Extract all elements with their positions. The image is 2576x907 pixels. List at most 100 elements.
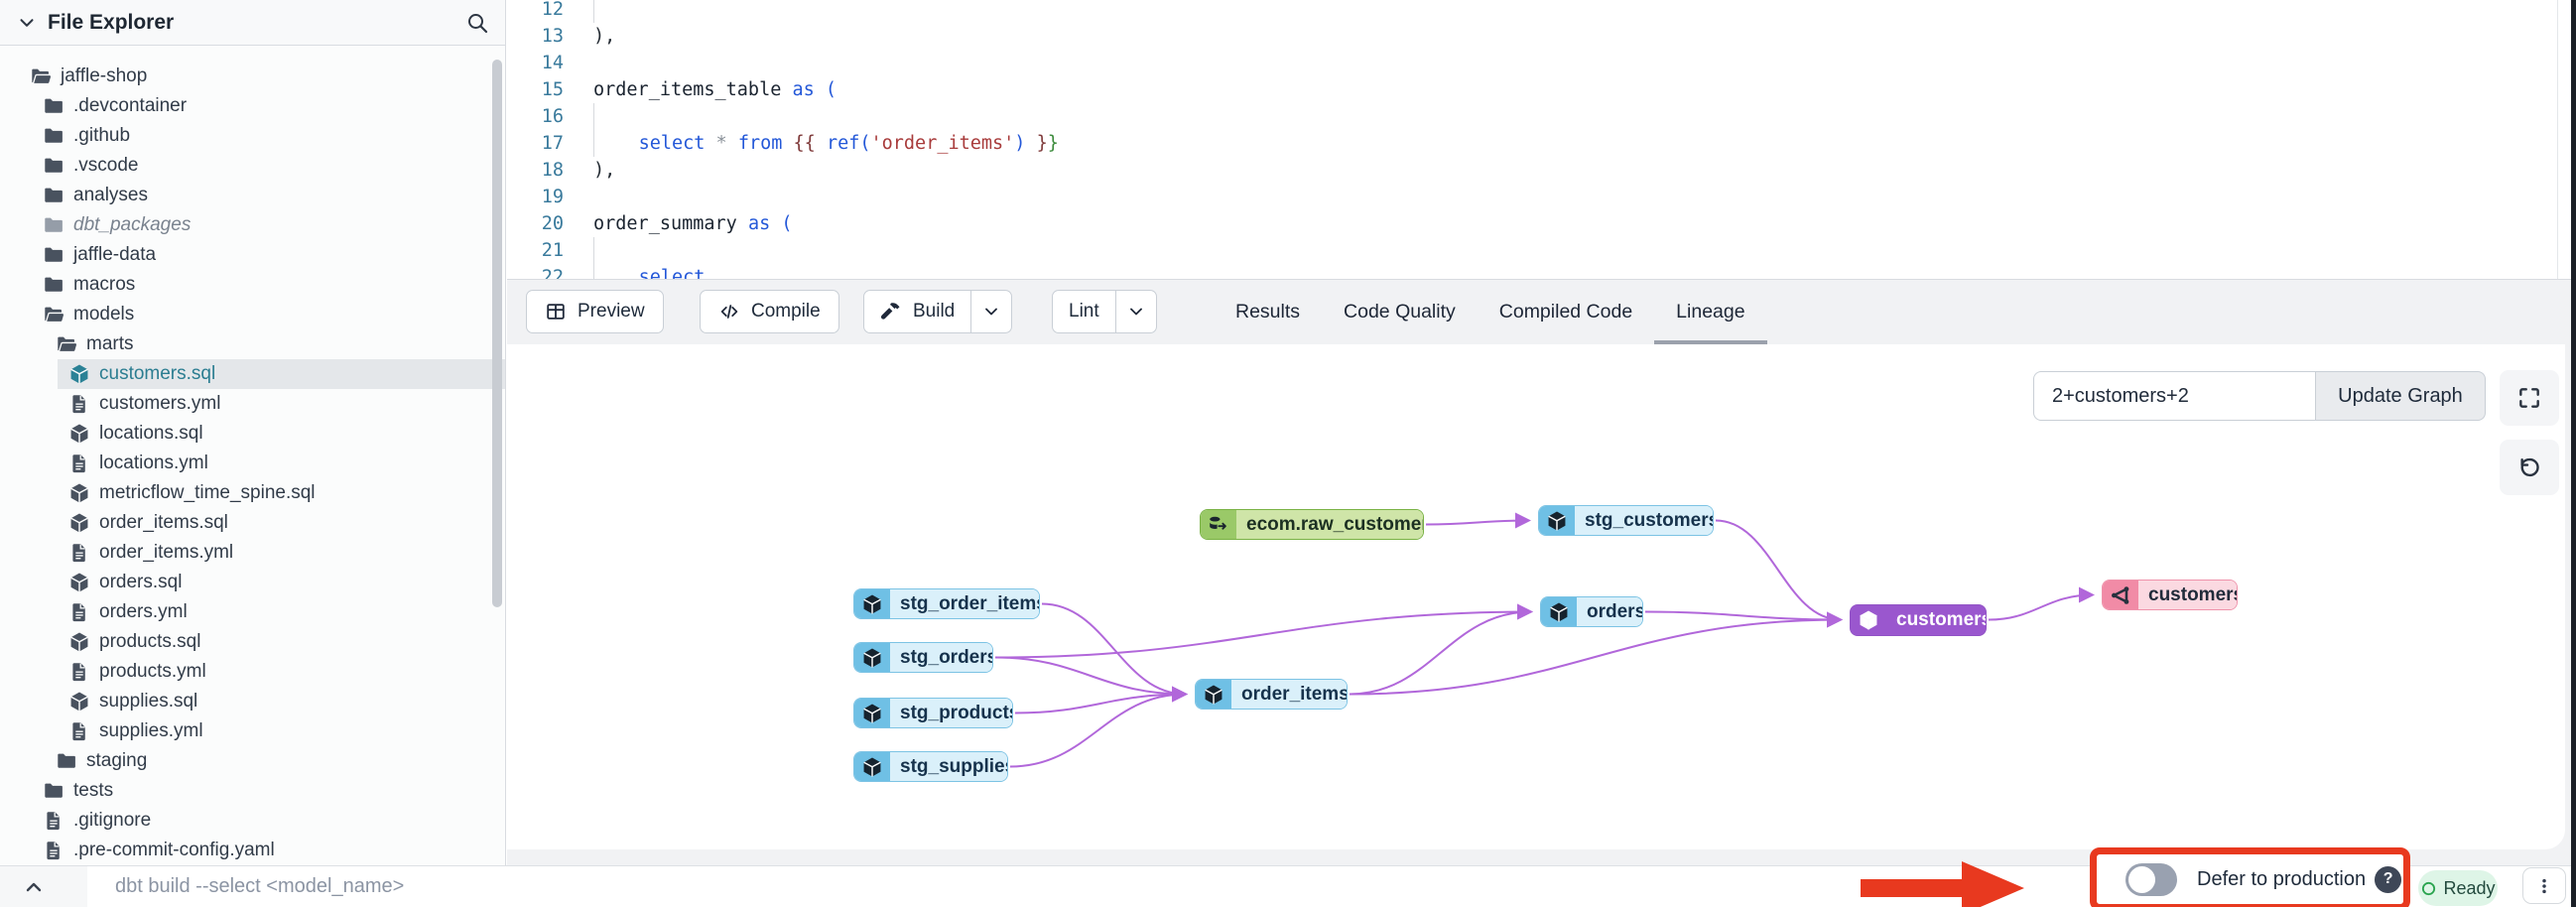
model-icon [68, 363, 90, 385]
tree-item[interactable]: tests [0, 776, 505, 806]
lint-button[interactable]: Lint [1052, 290, 1157, 333]
lineage-node-customers[interactable]: customers [1850, 604, 1987, 636]
file-icon [68, 720, 90, 742]
tree-item[interactable]: order_items.sql [0, 508, 505, 538]
file-explorer-header: File Explorer [0, 0, 505, 46]
model-icon [68, 631, 90, 653]
line-number: 17 [541, 133, 564, 154]
defer-to-production-toggle[interactable] [2125, 862, 2177, 896]
command-input[interactable] [87, 866, 1774, 907]
preview-button[interactable]: Preview [526, 290, 664, 333]
lineage-edge [994, 603, 1533, 659]
sidebar-scrollbar[interactable] [492, 60, 502, 607]
tree-item[interactable]: dbt_packages [0, 210, 505, 240]
tree-item-label: products.yml [99, 661, 206, 682]
tree-item[interactable]: jaffle-shop [0, 62, 505, 91]
lineage-node-stg_order_items[interactable]: stg_order_items [853, 588, 1040, 619]
editor-scrollbar[interactable] [2557, 0, 2558, 279]
lineage-node-stg_supplies[interactable]: stg_supplies [853, 751, 1008, 782]
tree-item-label: supplies.sql [99, 691, 198, 712]
fullscreen-button[interactable] [2500, 370, 2559, 426]
tree-item[interactable]: .pre-commit-config.yaml [0, 836, 505, 865]
folder-icon [56, 333, 77, 355]
tree-item[interactable]: customers.sql [0, 359, 505, 389]
chevron-up-icon[interactable] [22, 875, 46, 899]
code-line: 16 [507, 103, 2571, 130]
lineage-node-raw_customers[interactable]: ecom.raw_customers [1200, 509, 1424, 540]
tree-item[interactable]: locations.yml [0, 449, 505, 478]
file-icon [68, 542, 90, 564]
tree-item[interactable]: orders.sql [0, 568, 505, 597]
lineage-canvas[interactable]: ecom.raw_customers stg_customers stg_order… [507, 344, 2565, 849]
tree-item[interactable]: marts [0, 329, 505, 359]
tree-item[interactable]: customers.yml [0, 389, 505, 419]
file-icon [43, 840, 64, 861]
lineage-edge [1644, 610, 1843, 628]
tree-item[interactable]: metricflow_time_spine.sql [0, 478, 505, 508]
tab-label: Code Quality [1344, 301, 1456, 323]
code-line: 19 [507, 184, 2571, 210]
lineage-node-customers_semantic[interactable]: customers [2102, 580, 2238, 610]
tree-item[interactable]: staging [0, 746, 505, 776]
folder-icon [43, 214, 64, 236]
help-icon[interactable]: ? [2375, 865, 2402, 893]
build-dropdown-chevron-icon[interactable] [970, 291, 1011, 332]
build-label: Build [913, 301, 956, 322]
more-options-button[interactable] [2522, 867, 2566, 904]
tree-item[interactable]: orders.yml [0, 597, 505, 627]
defer-to-production-label: Defer to production [2197, 867, 2367, 890]
lineage-node-stg_customers[interactable]: stg_customers [1538, 505, 1714, 536]
model-icon [68, 691, 90, 713]
tree-item[interactable]: .gitignore [0, 806, 505, 836]
tree-item[interactable]: .vscode [0, 151, 505, 181]
lineage-node-stg_products[interactable]: stg_products [853, 698, 1013, 728]
collapse-explorer-icon[interactable] [16, 12, 38, 34]
tree-item[interactable]: .github [0, 121, 505, 151]
lineage-node-order_items[interactable]: order_items [1195, 679, 1348, 710]
status-badge[interactable]: Ready [2418, 870, 2498, 906]
tab-lineage[interactable]: Lineage [1654, 280, 1767, 344]
update-graph-button[interactable]: Update Graph [2315, 371, 2486, 421]
hammer-icon [880, 301, 902, 323]
tree-item[interactable]: supplies.sql [0, 687, 505, 716]
tree-item[interactable]: macros [0, 270, 505, 300]
lineage-filter-input[interactable] [2033, 371, 2316, 421]
model-icon [68, 572, 90, 593]
kebab-icon [2542, 878, 2546, 893]
tree-item-label: macros [73, 274, 136, 295]
tree-item[interactable]: order_items.yml [0, 538, 505, 568]
line-number: 19 [541, 187, 564, 207]
tree-item-label: .vscode [73, 155, 139, 176]
tree-item[interactable]: analyses [0, 181, 505, 210]
lineage-node-orders[interactable]: orders [1540, 596, 1643, 627]
tree-item[interactable]: locations.sql [0, 419, 505, 449]
file-icon [43, 810, 64, 832]
tree-item[interactable]: supplies.yml [0, 716, 505, 746]
line-number: 12 [541, 0, 564, 20]
reset-view-button[interactable] [2500, 440, 2559, 495]
compile-button[interactable]: Compile [700, 290, 839, 333]
tree-item[interactable]: products.yml [0, 657, 505, 687]
tree-item[interactable]: models [0, 300, 505, 329]
lineage-node-stg_orders[interactable]: stg_orders [853, 642, 993, 673]
toggle-knob [2128, 865, 2155, 893]
search-icon[interactable] [465, 11, 489, 35]
lint-dropdown-chevron-icon[interactable] [1114, 291, 1156, 332]
build-button[interactable]: Build [863, 290, 1013, 333]
command-bar-left [0, 866, 87, 907]
tree-item[interactable]: products.sql [0, 627, 505, 657]
tab-compiled-code[interactable]: Compiled Code [1478, 280, 1654, 344]
tree-item[interactable]: jaffle-data [0, 240, 505, 270]
tab-results[interactable]: Results [1214, 280, 1322, 344]
tree-item[interactable]: .devcontainer [0, 91, 505, 121]
tab-code-quality[interactable]: Code Quality [1322, 280, 1478, 344]
model-cube-icon [854, 752, 890, 781]
tree-item-label: order_items.sql [99, 512, 228, 533]
tree-item-label: supplies.yml [99, 720, 203, 741]
code-content: select * from {{ ref('order_items') }} [593, 130, 1059, 157]
file-explorer-title: File Explorer [48, 10, 175, 34]
model-icon [68, 482, 90, 504]
code-line: 17 select * from {{ ref('order_items') }… [507, 130, 2571, 157]
